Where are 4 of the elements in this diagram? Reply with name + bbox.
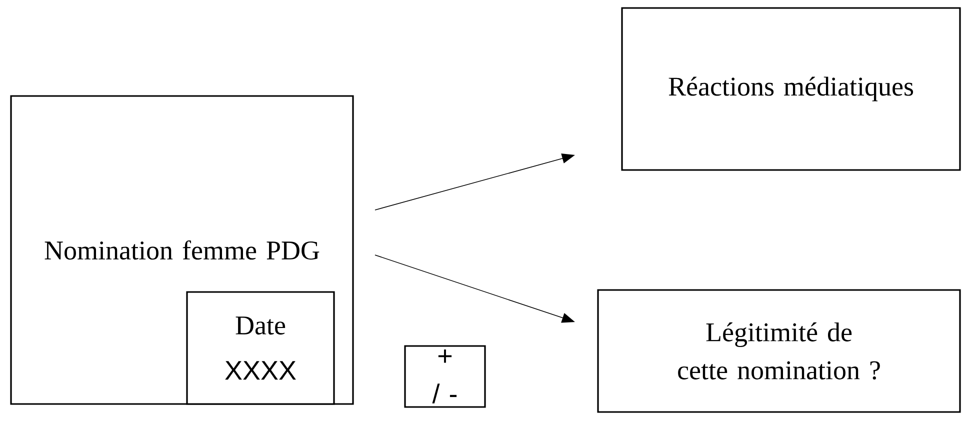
date-box: Date XXXX	[186, 291, 335, 405]
sign-box: + / -	[404, 345, 486, 408]
process-box: Réactions médiatiques	[621, 7, 961, 171]
process-box: Légitimité de cette nomination ?	[597, 289, 961, 413]
